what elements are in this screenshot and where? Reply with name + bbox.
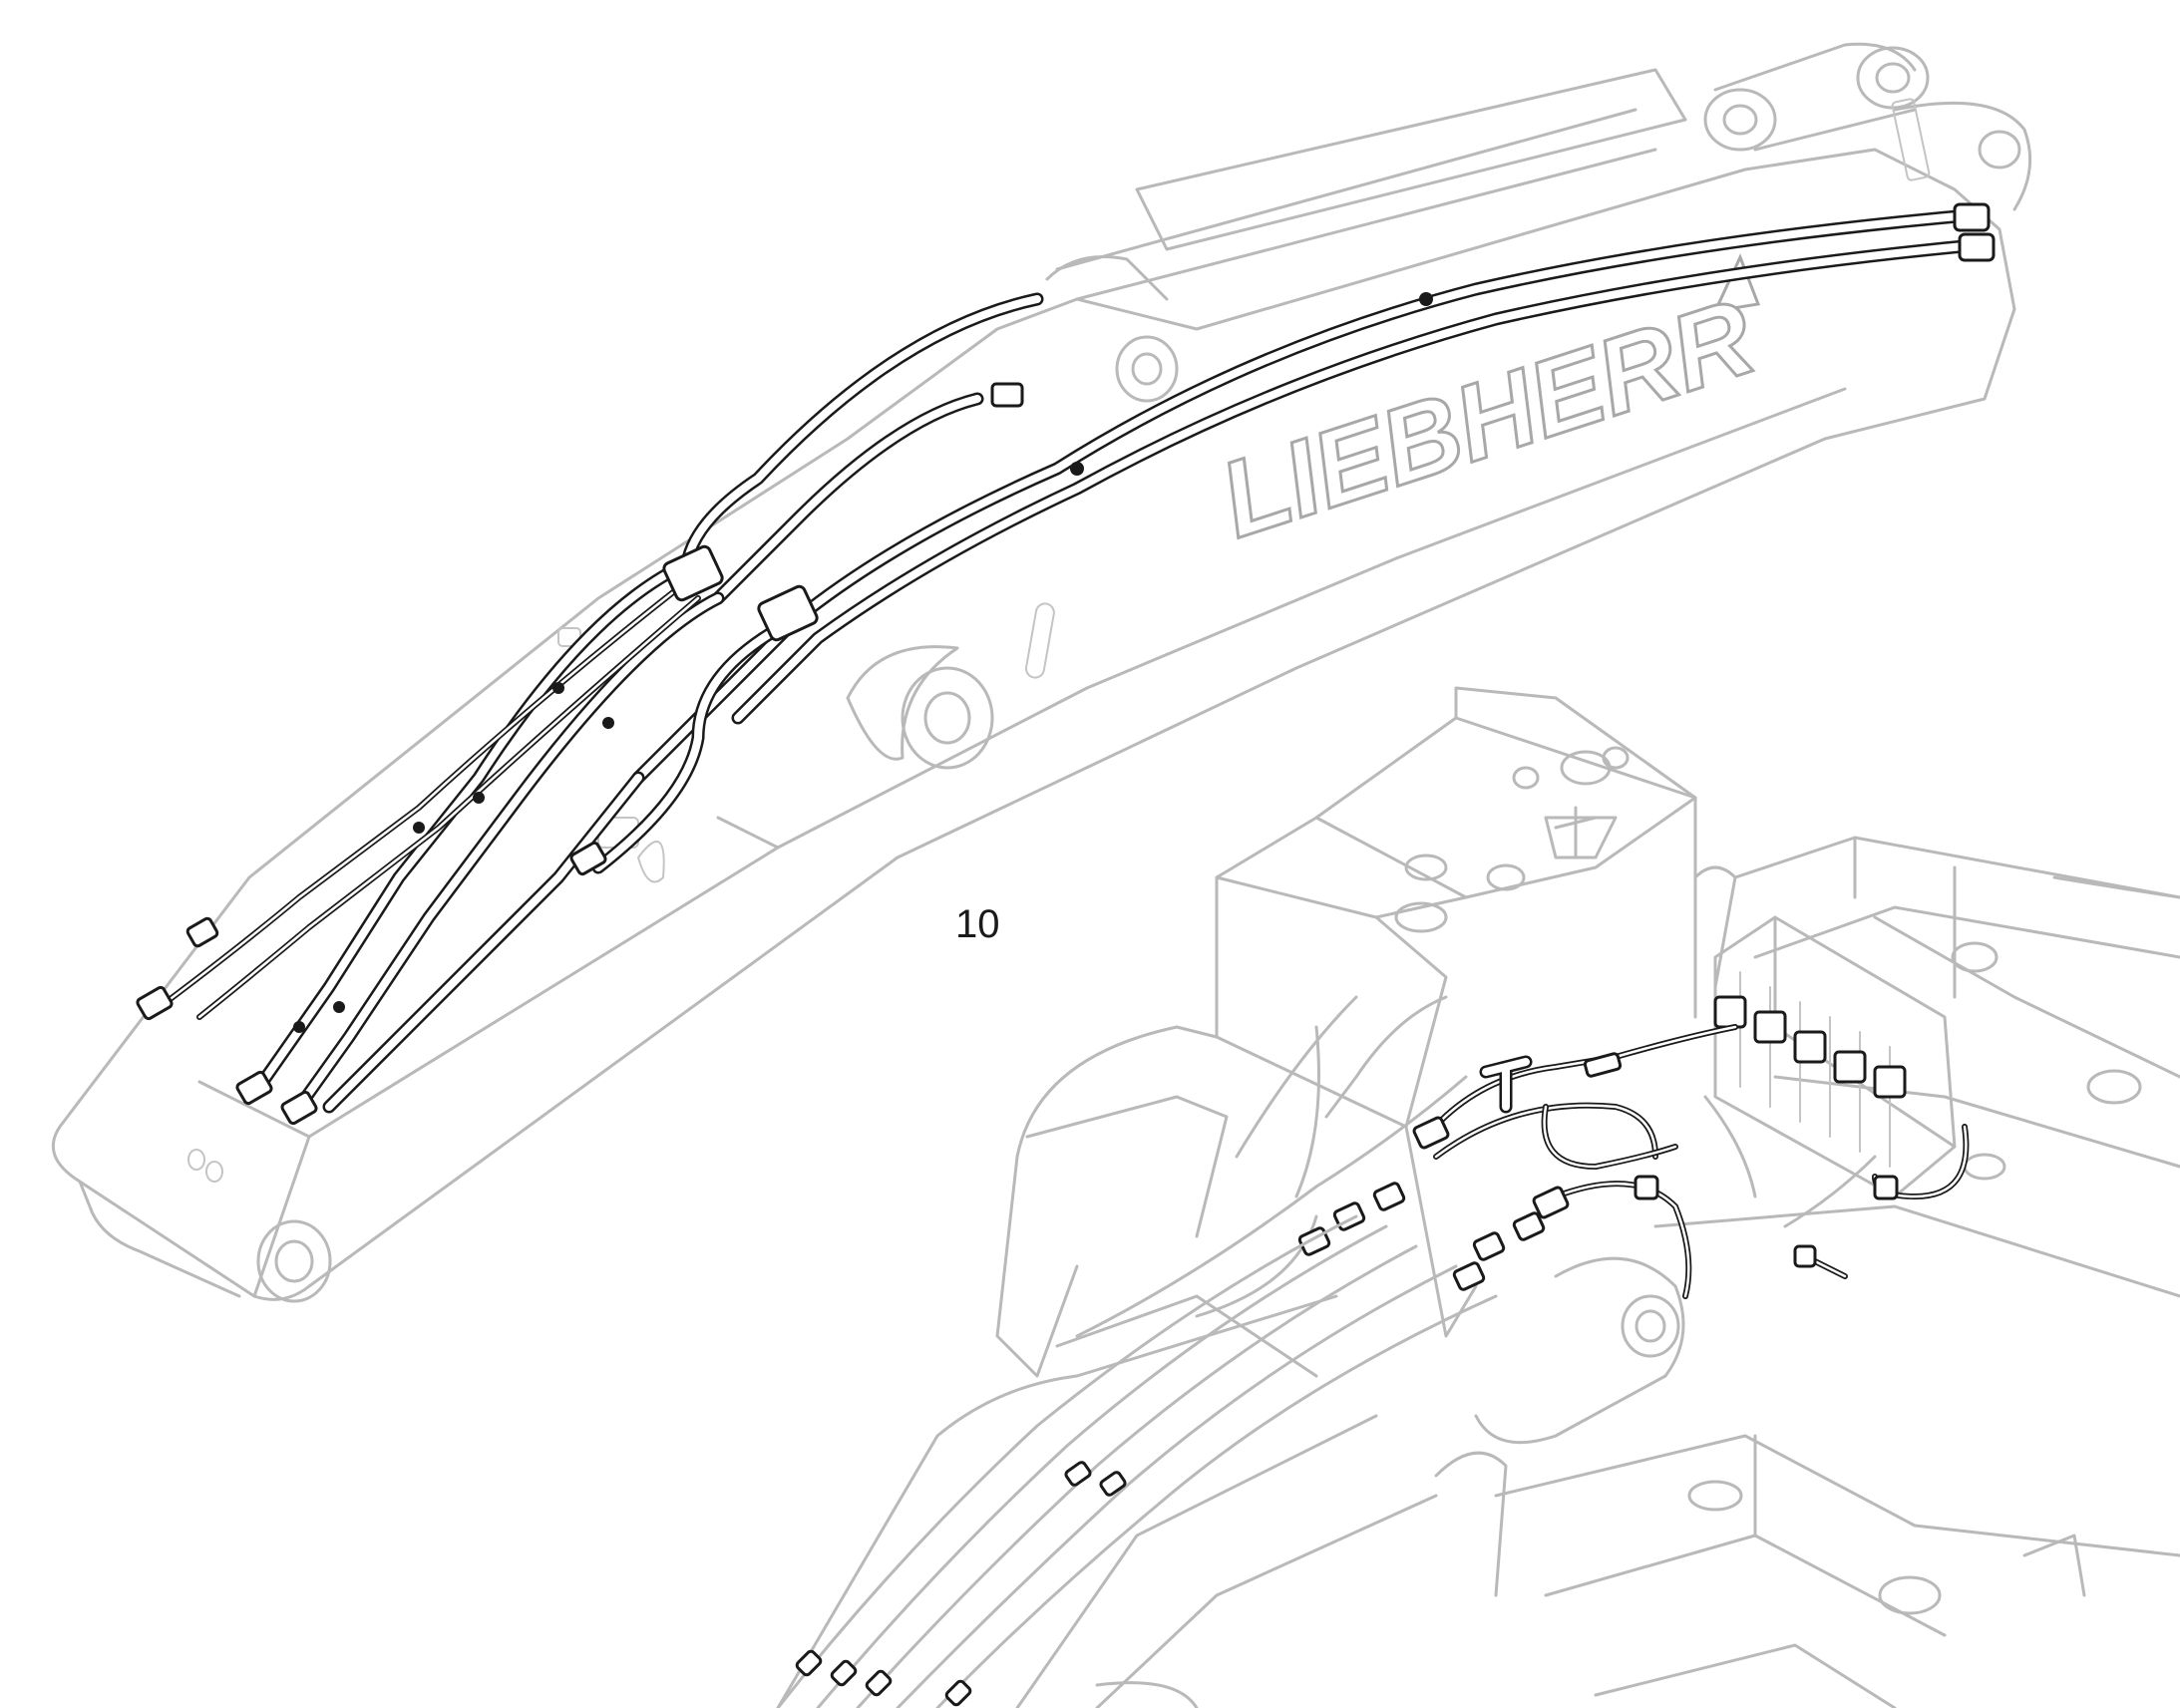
boom-hose-lines	[157, 207, 1992, 1114]
item-number-label: 10	[955, 902, 1000, 946]
boom-structure: LIEBHERR	[51, 42, 2032, 1303]
boom-fittings	[136, 202, 1996, 1126]
uppercarriage-pilot-lines	[1297, 1024, 1970, 1299]
uppercarriage-structure	[776, 686, 2180, 1708]
control-valve-block	[1713, 915, 1957, 1198]
boom-stub-hose-bundle	[776, 1214, 1498, 1708]
warning-triangle-icon	[1712, 253, 1761, 313]
